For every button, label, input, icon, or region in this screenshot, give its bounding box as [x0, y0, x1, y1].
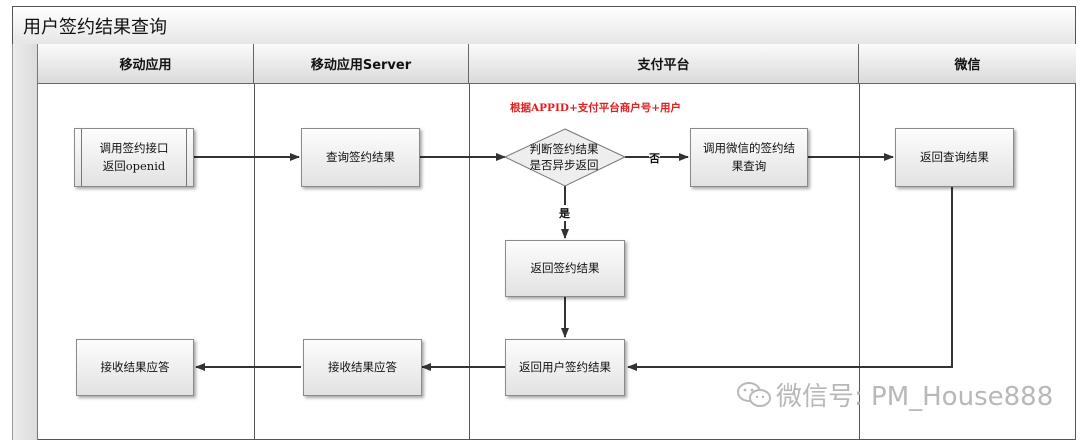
decision-diamond [503, 128, 627, 187]
lane-divider [469, 84, 470, 440]
lookup-key-note: 根据APPID+支付平台商户号+用户 [510, 102, 682, 114]
lane-divider [859, 84, 860, 440]
call-wechat-query-box: 调用微信的签约结果查询 [690, 128, 808, 187]
call-api-line2: 返回openid [102, 158, 166, 173]
return-signing-result-box: 返回签约结果 [505, 240, 625, 297]
call-api-line1: 调用签约接口 [99, 141, 169, 156]
app-receive-ack-box: 接收结果应答 [76, 339, 194, 396]
call-wechat-line2: 果查询 [731, 158, 767, 173]
lane-divider [254, 84, 255, 440]
query-signing-result-box: 查询签约结果 [301, 128, 420, 187]
pool-left-strip [12, 44, 38, 440]
lane-header-mobile-server: 移动应用Server [254, 44, 469, 84]
call-signing-api-subprocess: 调用签约接口返回openid [74, 128, 194, 187]
wechat-logo-icon [737, 381, 771, 407]
watermark-text: 微信号: PM_House888 [776, 382, 1054, 412]
lane-header-wechat: 微信 [859, 44, 1076, 84]
wechat-return-result-box: 返回查询结果 [895, 128, 1014, 187]
diagram-title: 用户签约结果查询 [23, 17, 167, 38]
decision-line1: 判断签约结果 [529, 141, 599, 156]
return-user-signing-result-box: 返回用户签约结果 [505, 339, 625, 396]
server-receive-ack-box: 接收结果应答 [303, 339, 422, 396]
call-wechat-line1: 调用微信的签约结 [703, 141, 795, 156]
title-bar: 用户签约结果查询 [13, 7, 1075, 45]
lane-header-mobile-app: 移动应用 [38, 44, 254, 84]
watermark: 微信号: PM_House888 [736, 376, 1053, 413]
lane-header-payment-platform: 支付平台 [469, 44, 859, 84]
decision-text: 判断签约结果是否异步返回 [500, 140, 628, 174]
decision-line2: 是否异步返回 [529, 158, 599, 172]
arrow-wechat-return [627, 187, 953, 371]
label-yes: 是 [559, 205, 570, 221]
label-no: 否 [649, 150, 660, 166]
